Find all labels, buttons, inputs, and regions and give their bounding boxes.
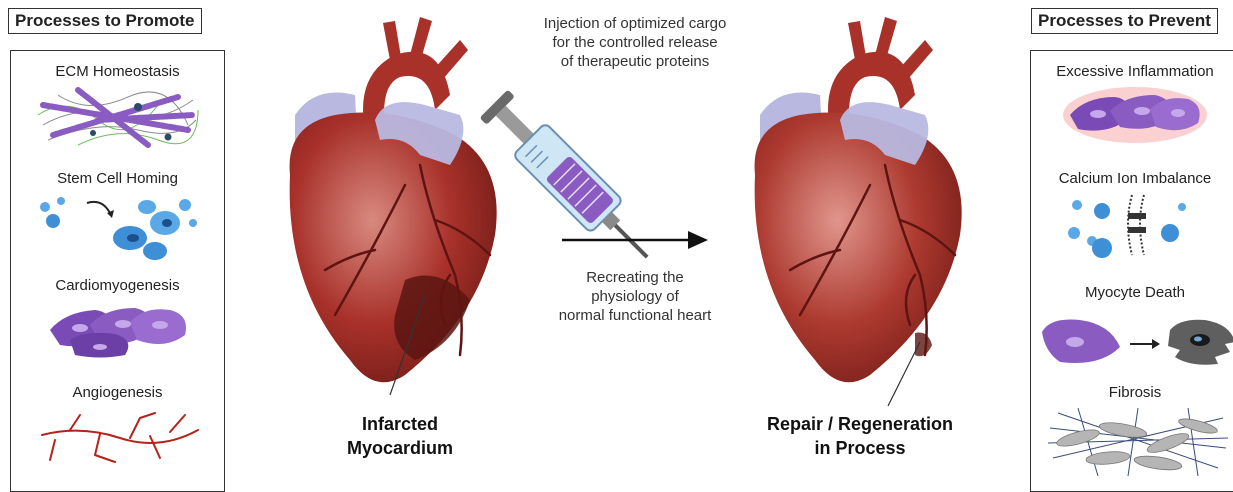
angiogenesis-label: Angiogenesis xyxy=(10,384,225,401)
repair-label-line-2: in Process xyxy=(745,436,975,460)
ecm-fibers-icon xyxy=(38,85,198,150)
stem-cell-homing-label: Stem Cell Homing xyxy=(10,170,225,187)
infarcted-label-line-1: Infarcted xyxy=(325,412,475,436)
blood-vessels-icon xyxy=(40,410,200,465)
regenerating-heart-illustration xyxy=(720,15,980,410)
fibrosis-label: Fibrosis xyxy=(1030,384,1233,401)
repair-pointer-line xyxy=(880,340,930,410)
recreating-caption-line-3: normal functional heart xyxy=(545,306,725,325)
cardiomyocytes-icon xyxy=(45,300,195,360)
ecm-homeostasis-label: ECM Homeostasis xyxy=(10,63,225,80)
recreating-caption-line-2: physiology of xyxy=(545,287,725,306)
infarcted-label-line-2: Myocardium xyxy=(325,436,475,460)
repair-label-line-1: Repair / Regeneration xyxy=(745,412,975,436)
myocyte-death-label: Myocyte Death xyxy=(1030,284,1233,301)
infarct-pointer-line xyxy=(380,290,440,400)
transition-arrow-icon xyxy=(560,228,710,252)
prevent-panel-title: Processes to Prevent xyxy=(1031,8,1218,34)
recreating-caption-line-1: Recreating the xyxy=(545,268,725,287)
calcium-ions-icon xyxy=(1062,193,1202,258)
promote-panel-title: Processes to Promote xyxy=(8,8,202,34)
stem-cells-icon xyxy=(35,193,205,263)
dying-myocyte-icon xyxy=(1040,312,1233,372)
infarcted-label: Infarcted Myocardium xyxy=(325,412,475,460)
recreating-caption: Recreating the physiology of normal func… xyxy=(545,268,725,325)
repair-label: Repair / Regeneration in Process xyxy=(745,412,975,460)
excessive-inflammation-label: Excessive Inflammation xyxy=(1030,63,1233,80)
inflamed-cells-icon xyxy=(1060,85,1210,145)
fibrotic-tissue-icon xyxy=(1048,408,1228,476)
cardiomyogenesis-label: Cardiomyogenesis xyxy=(10,277,225,294)
calcium-ion-imbalance-label: Calcium Ion Imbalance xyxy=(1030,170,1233,187)
